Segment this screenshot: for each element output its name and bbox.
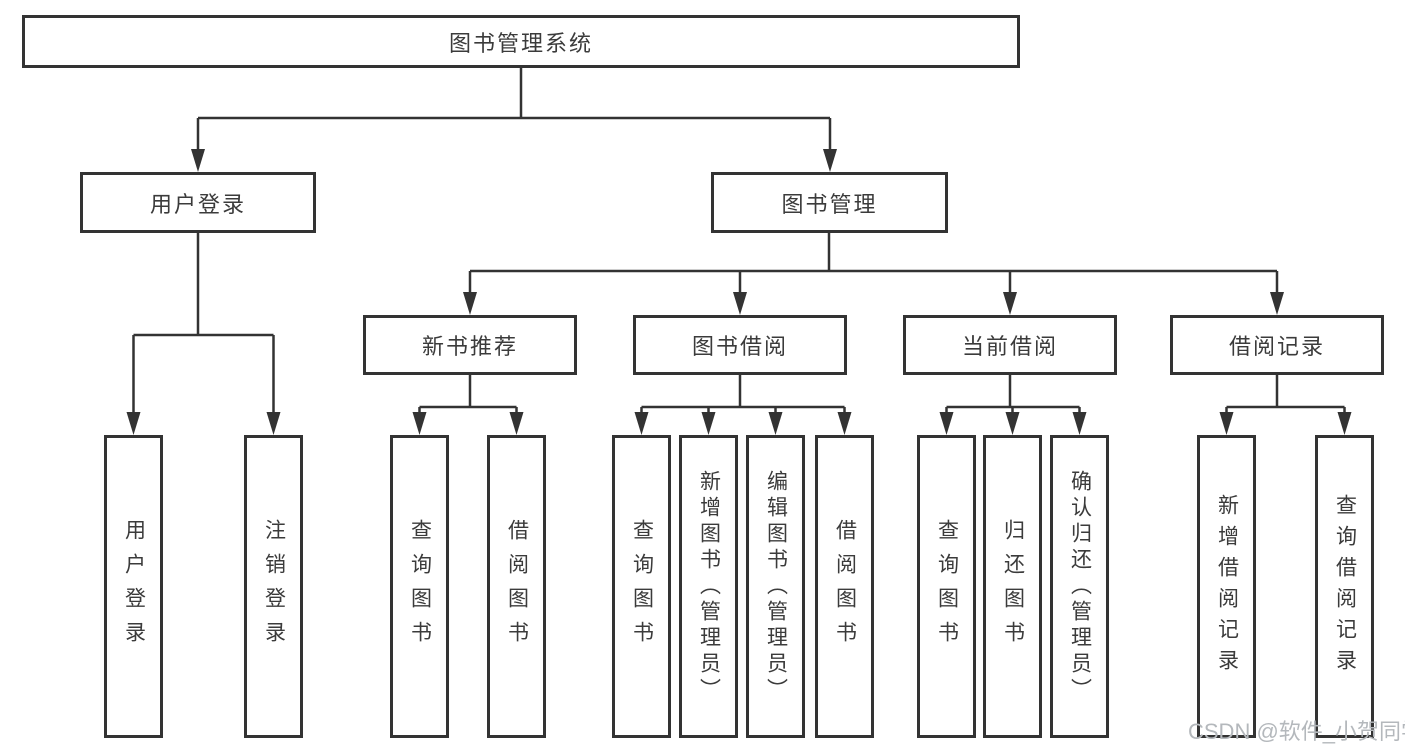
leaf-confirm-return-admin-label: 确认归还（管理员） — [1068, 469, 1092, 704]
node-new-book-recommend-label: 新书推荐 — [421, 334, 518, 359]
leaf-query-books-borrow-label: 查询图书 — [630, 518, 654, 655]
node-book-management-label: 图书管理 — [781, 191, 878, 217]
leaf-borrow-books-recommend: 借阅图书 — [487, 435, 546, 738]
node-user-login: 用户登录 — [80, 172, 316, 233]
node-borrow-records-label: 借阅记录 — [1228, 334, 1325, 359]
leaf-borrow-books: 借阅图书 — [815, 435, 874, 738]
node-user-login-label: 用户登录 — [149, 191, 246, 217]
node-current-borrow: 当前借阅 — [903, 315, 1117, 375]
node-borrow-records: 借阅记录 — [1170, 315, 1384, 375]
leaf-logout: 注销登录 — [244, 435, 303, 738]
leaf-add-books-admin-label: 新增图书（管理员） — [697, 469, 721, 704]
node-book-borrow-label: 图书借阅 — [691, 334, 788, 359]
leaf-return-books: 归还图书 — [983, 435, 1042, 738]
leaf-query-borrow-record-label: 查询借阅记录 — [1333, 493, 1357, 680]
csdn-watermark: CSDN @软件_小贺同学 — [1188, 719, 1405, 744]
leaf-borrow-books-recommend-label: 借阅图书 — [505, 518, 529, 655]
leaf-user-login: 用户登录 — [104, 435, 163, 738]
leaf-borrow-books-label: 借阅图书 — [833, 518, 857, 655]
leaf-logout-label: 注销登录 — [262, 518, 286, 655]
node-new-book-recommend: 新书推荐 — [363, 315, 577, 375]
leaf-edit-books-admin: 编辑图书（管理员） — [746, 435, 805, 738]
leaf-add-borrow-record-label: 新增借阅记录 — [1215, 493, 1239, 680]
leaf-query-borrow-record: 查询借阅记录 — [1315, 435, 1374, 738]
node-book-management: 图书管理 — [711, 172, 948, 233]
node-current-borrow-label: 当前借阅 — [961, 334, 1058, 359]
leaf-edit-books-admin-label: 编辑图书（管理员） — [764, 469, 788, 704]
node-book-borrow: 图书借阅 — [633, 315, 847, 375]
leaf-return-books-label: 归还图书 — [1001, 518, 1025, 655]
leaf-query-books-current-label: 查询图书 — [935, 518, 959, 655]
leaf-query-books-recommend-label: 查询图书 — [408, 518, 432, 655]
leaf-confirm-return-admin: 确认归还（管理员） — [1050, 435, 1109, 738]
leaf-query-books-current: 查询图书 — [917, 435, 976, 738]
leaf-query-books-borrow: 查询图书 — [612, 435, 671, 738]
leaf-query-books-recommend: 查询图书 — [390, 435, 449, 738]
leaf-add-borrow-record: 新增借阅记录 — [1197, 435, 1256, 738]
leaf-add-books-admin: 新增图书（管理员） — [679, 435, 738, 738]
node-root-label: 图书管理系统 — [448, 30, 593, 56]
leaf-user-login-label: 用户登录 — [122, 518, 146, 655]
node-root: 图书管理系统 — [22, 15, 1020, 68]
